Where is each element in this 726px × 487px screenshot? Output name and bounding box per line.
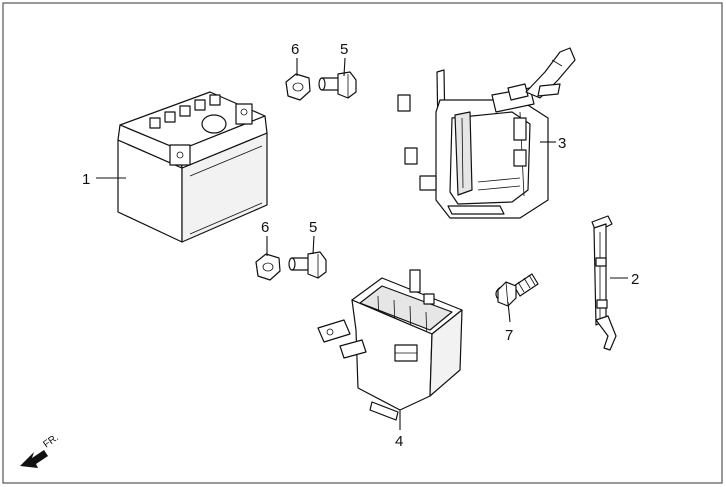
battery-holder-frame (397, 47, 576, 219)
front-direction-label: FR. (41, 432, 61, 450)
battery-tray (317, 269, 463, 421)
callout-5-bottom: 5 (309, 219, 317, 236)
leader-lines (96, 57, 628, 430)
callout-2: 2 (631, 271, 639, 288)
battery (117, 91, 268, 243)
bolt-top (318, 71, 357, 99)
callout-1: 1 (82, 171, 90, 188)
nut-top (285, 73, 311, 101)
callout-6-bottom: 6 (261, 219, 269, 236)
callout-7: 7 (505, 327, 513, 344)
front-direction-indicator: FR. (20, 432, 61, 468)
bolt-bottom (288, 251, 327, 279)
callout-3: 3 (558, 135, 566, 152)
battery-strap (591, 215, 617, 351)
flange-bolt (495, 273, 539, 307)
callout-4: 4 (395, 433, 403, 450)
arrow-icon (20, 450, 48, 468)
callout-6-top: 6 (291, 41, 299, 58)
nut-bottom (255, 253, 281, 281)
callout-5-top: 5 (340, 41, 348, 58)
